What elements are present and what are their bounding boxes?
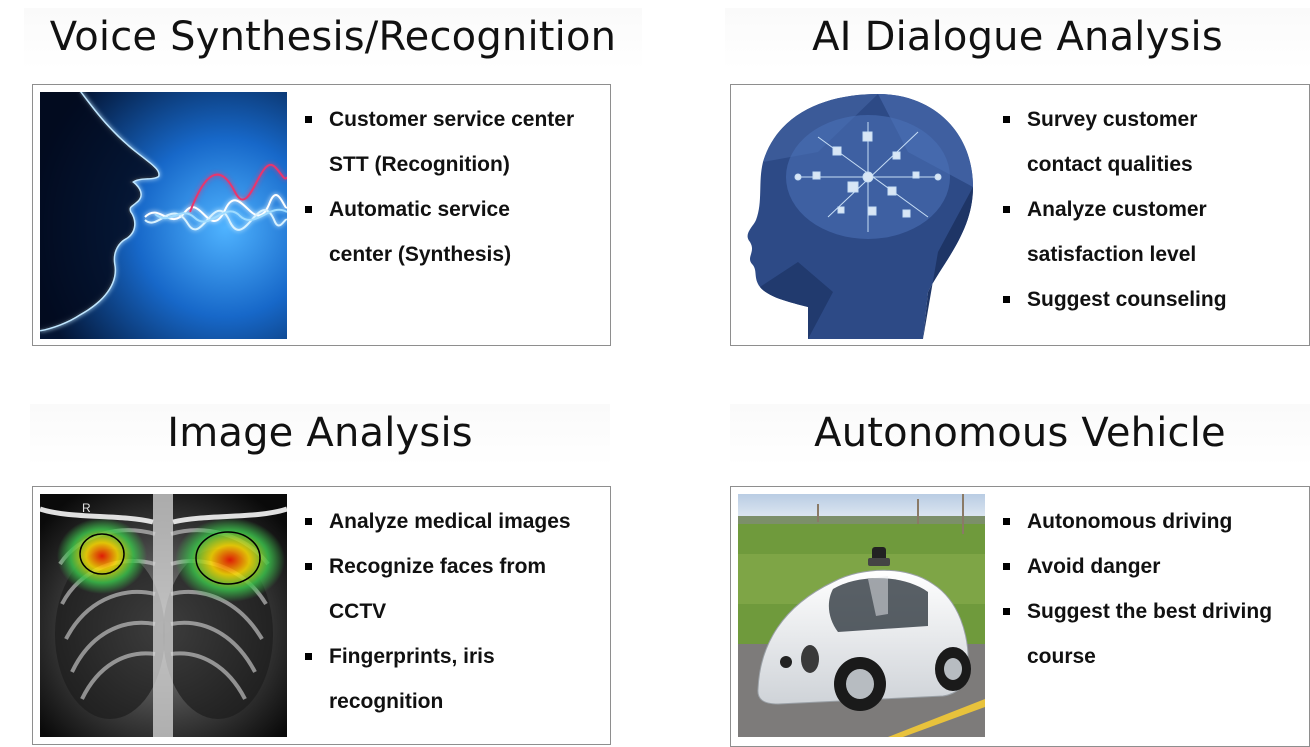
panel-image-analysis: Image Analysis: [0, 380, 650, 747]
bullet-line: Customer service center: [329, 108, 575, 131]
bullet-line: Autonomous driving: [1027, 510, 1233, 533]
bullet-line: Analyze customer: [1027, 198, 1207, 221]
bullet-item: Analyze customer satisfaction level: [1003, 187, 1227, 277]
bullet-line: Analyze medical images: [329, 510, 571, 533]
bullet-line: Survey customer: [1027, 108, 1198, 131]
panel-card: Survey customer contact qualities Analyze…: [730, 84, 1310, 346]
bullet-list: Analyze medical images Recognize faces f…: [305, 499, 571, 724]
bullet-line: contact qualities: [1027, 153, 1193, 176]
bullet-item: Fingerprints, iris recognition: [305, 634, 571, 724]
bullet-item: Suggest the best driving course: [1003, 589, 1272, 679]
bullet-item: Avoid danger: [1003, 544, 1272, 589]
panel-title: Image Analysis: [30, 404, 610, 466]
voice-face-soundwave-image: [40, 92, 287, 339]
bullet-line: Avoid danger: [1027, 555, 1161, 578]
panel-card: R Analyze medical images Recognize faces…: [32, 486, 611, 745]
bullet-item: Automatic service center (Synthesis): [305, 187, 574, 277]
ai-brain-head-image: [738, 92, 985, 339]
panel-title: AI Dialogue Analysis: [725, 8, 1310, 70]
bullet-item: Analyze medical images: [305, 499, 571, 544]
bullet-line: CCTV: [329, 600, 387, 623]
bullet-list: Autonomous driving Avoid danger Suggest …: [1003, 499, 1272, 679]
bullet-line: STT (Recognition): [329, 153, 510, 176]
panel-voice: Voice Synthesis/Recognition: [0, 0, 650, 360]
bullet-line: course: [1027, 645, 1096, 668]
bullet-line: Suggest counseling: [1027, 288, 1227, 311]
xray-side-marker: R: [82, 501, 91, 515]
self-driving-car-image: [738, 494, 985, 737]
panel-title: Autonomous Vehicle: [730, 404, 1310, 466]
bullet-line: Suggest the best driving: [1027, 600, 1273, 623]
bullet-line: center (Synthesis): [329, 243, 512, 266]
chest-xray-heatmap-image: R: [40, 494, 287, 737]
bullet-item: Survey customer contact qualities: [1003, 97, 1227, 187]
panel-card: Autonomous driving Avoid danger Suggest …: [730, 486, 1310, 747]
bullet-list: Survey customer contact qualities Analyze…: [1003, 97, 1227, 322]
bullet-item: Autonomous driving: [1003, 499, 1272, 544]
panel-autonomous-vehicle: Autonomous Vehicle: [655, 380, 1310, 747]
panel-title: Voice Synthesis/Recognition: [24, 8, 642, 70]
bullet-line: satisfaction level: [1027, 243, 1197, 266]
bullet-line: recognition: [329, 690, 444, 713]
bullet-line: Automatic service: [329, 198, 510, 221]
bullet-line: Recognize faces from: [329, 555, 547, 578]
panel-ai-dialogue: AI Dialogue Analysis: [655, 0, 1310, 360]
bullet-item: Suggest counseling: [1003, 277, 1227, 322]
bullet-line: Fingerprints, iris: [329, 645, 495, 668]
